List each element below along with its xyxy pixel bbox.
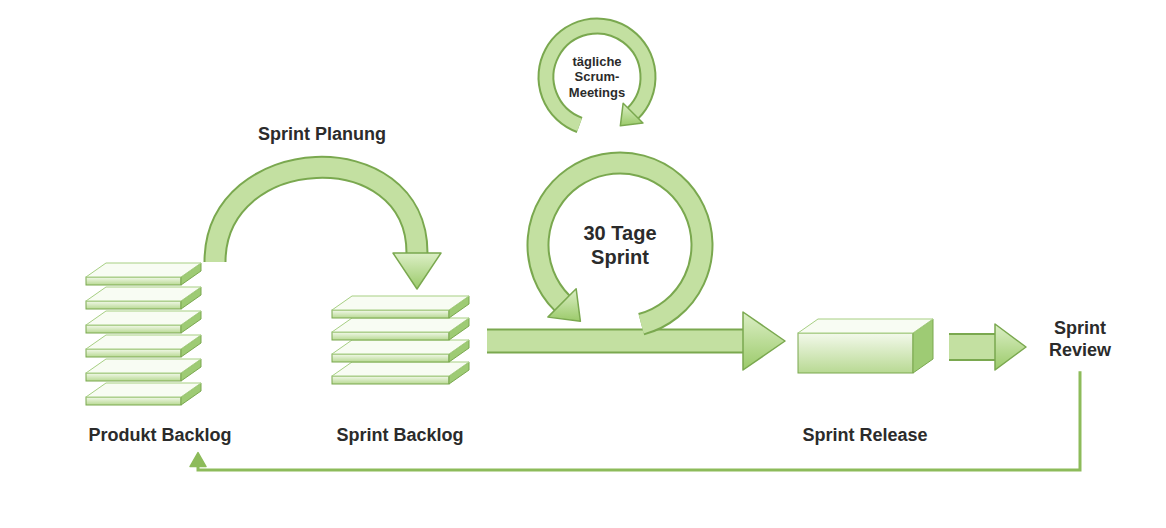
arrow-band [487,331,743,352]
plate-front [332,376,449,384]
plate-top [86,383,201,397]
arrow-label: Sprint Planung [258,124,386,146]
flow-arrow [949,324,1026,370]
plate-front [332,354,449,362]
plate-top [86,287,201,301]
plate-top [86,263,201,277]
step-label: Sprint Review [1040,318,1120,361]
plate-front [86,397,181,405]
release-block-shape [797,318,934,374]
plate-top [86,335,201,349]
backlog-stack: Sprint Backlog [325,295,475,447]
plate-top [332,296,469,310]
arrow-band-outline [949,333,995,361]
arrowhead [995,324,1026,370]
ring-outline [546,26,648,125]
ring-arrowhead [620,103,643,126]
arrow-band-outline [487,329,743,354]
backlog-stack: Produkt Backlog [85,262,235,447]
backlog-stack-shape [331,295,470,385]
plate-top [332,340,469,354]
block-label: Sprint Release [795,425,935,447]
feedback-line [198,371,1080,470]
arrow-band-outline [215,167,417,262]
cycle-label: 30 Tage Sprint [572,221,668,269]
arrowhead [743,312,785,370]
cycle-label: tägliche Scrum-Meetings [561,54,633,101]
cycle-arrow: 30 Tage Sprint [528,153,712,337]
text-node: Sprint Review [1040,318,1120,361]
arrow-label-box: Sprint Planung [258,124,386,146]
plate-top [86,359,201,373]
arrow-band [949,335,995,359]
arrowhead [190,453,206,467]
ring-outline [538,163,702,324]
plate-front [86,325,181,333]
flow-arrow [190,371,1080,470]
plate-top [86,311,201,325]
backlog-stack-shape [85,262,202,406]
plate-top [332,362,469,376]
stack-label: Sprint Backlog [325,425,475,447]
cycle-arrow-shape [528,153,712,337]
cycle-arrow: tägliche Scrum-Meetings [538,18,656,136]
flow-arrow [487,312,785,370]
plate-front [332,332,449,340]
plate-front [798,333,913,373]
arrow-band [215,167,417,262]
stack-label: Produkt Backlog [85,425,235,447]
arrowhead [393,253,441,289]
ring-arrowhead [548,289,581,322]
ring-band [538,163,702,324]
plate-top [798,319,933,333]
plate-top [332,318,469,332]
release-block: Sprint Release [795,318,935,447]
ring-band [546,26,648,125]
plate-front [86,349,181,357]
flow-arrow [215,167,441,289]
plate-front [86,373,181,381]
plate-front [86,301,181,309]
plate-front [332,310,449,318]
plate-front [86,277,181,285]
